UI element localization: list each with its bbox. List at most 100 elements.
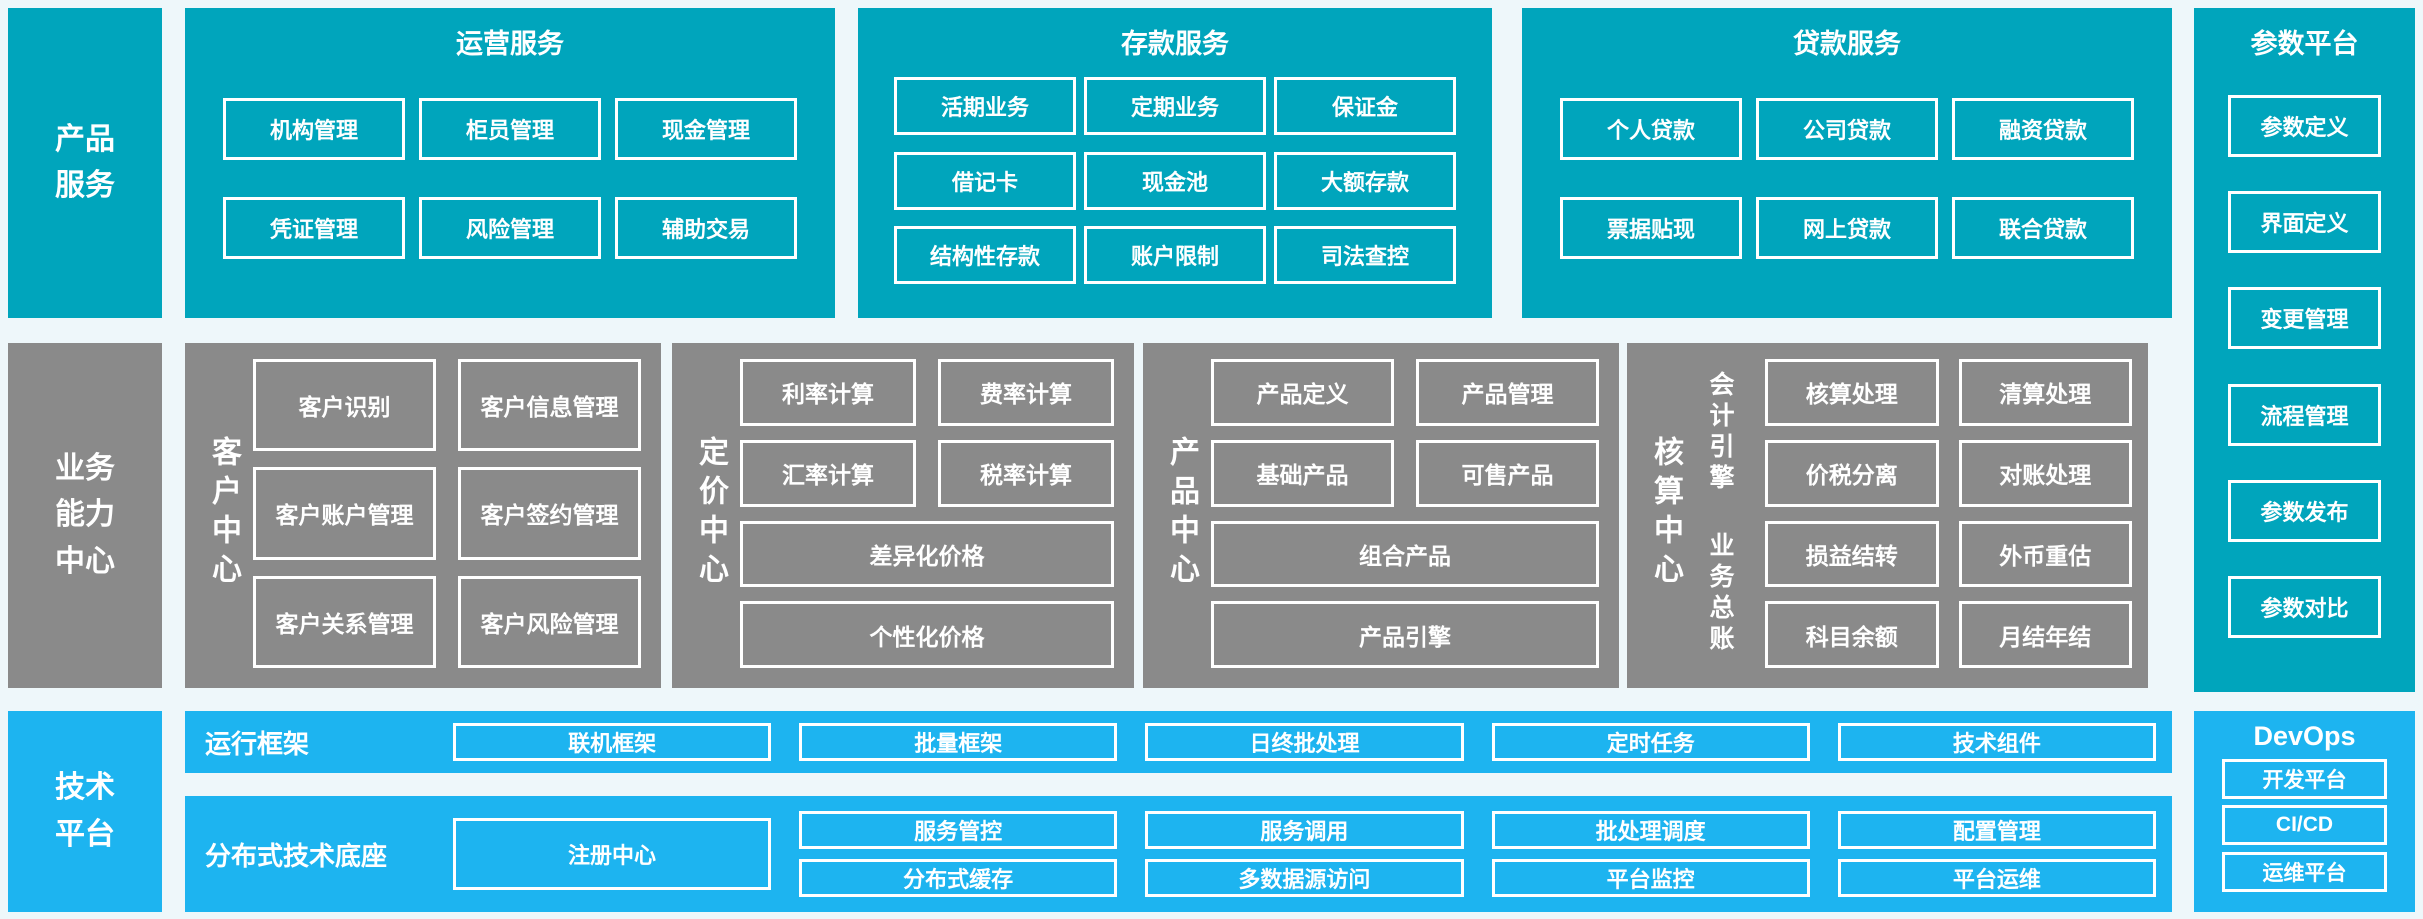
- operations-services-panel: 运营服务 机构管理 柜员管理 现金管理 凭证管理 风险管理 辅助交易: [185, 8, 835, 318]
- capability-item: 客户识别: [253, 359, 436, 452]
- tech-item: 配置管理: [1837, 811, 2156, 849]
- service-item: 大额存款: [1274, 151, 1456, 210]
- service-row: 结构性存款 账户限制 司法查控: [894, 225, 1456, 284]
- capability-item: 外币重估: [1958, 520, 2132, 588]
- tech-item: 服务管控: [799, 811, 1118, 849]
- service-row: 凭证管理 风险管理 辅助交易: [223, 197, 797, 259]
- service-item: 融资贷款: [1952, 98, 2134, 160]
- devops-item: 运维平台: [2222, 851, 2387, 892]
- capability-item: 汇率计算: [740, 439, 916, 507]
- capability-item: 核算处理: [1765, 359, 1939, 426]
- service-item: 现金管理: [615, 98, 797, 160]
- tech-item: 技术组件: [1837, 723, 2157, 761]
- group-label: 会计引擎: [1706, 370, 1734, 495]
- tech-platform-rail: 技术 平台: [8, 711, 162, 912]
- service-item: 票据贴现: [1560, 197, 1742, 259]
- capability-item: 产品管理: [1416, 359, 1599, 426]
- capability-item: 产品引擎: [1211, 601, 1599, 668]
- panel-body: 机构管理 柜员管理 现金管理 凭证管理 风险管理 辅助交易: [223, 61, 797, 296]
- tech-item: 定时任务: [1491, 723, 1810, 761]
- product-services-rail: 产品 服务: [8, 8, 162, 318]
- capability-item: 组合产品: [1211, 520, 1599, 588]
- rail-line: 平台: [55, 817, 115, 851]
- service-item: 借记卡: [894, 151, 1076, 210]
- center-label: 核算中心: [1649, 435, 1682, 592]
- center-label: 客户中心: [207, 435, 240, 592]
- capability-item: 科目余额: [1765, 601, 1939, 668]
- service-item: 机构管理: [223, 98, 405, 160]
- service-item: 柜员管理: [419, 98, 601, 160]
- service-item: 定期业务: [1084, 77, 1266, 136]
- service-item: 联合贷款: [1952, 197, 2134, 259]
- service-item: 凭证管理: [223, 197, 405, 259]
- panel-body: 客户识别 客户信息管理 客户账户管理 客户签约管理 客户关系管理 客户风险管理: [253, 359, 641, 668]
- service-item: 辅助交易: [615, 197, 797, 259]
- band-label: 分布式技术底座: [205, 840, 388, 871]
- param-item: 参数发布: [2228, 479, 2381, 542]
- parameter-platform-panel: 参数平台 参数定义 界面定义 变更管理 流程管理 参数发布 参数对比: [2194, 8, 2415, 692]
- panel-body: 参数定义 界面定义 变更管理 流程管理 参数发布 参数对比: [2228, 61, 2381, 672]
- capability-item: 可售产品: [1416, 439, 1599, 507]
- devops-panel: DevOps 开发平台 CI/CD 运维平台: [2194, 711, 2415, 912]
- band-body: 联机框架 批量框架 日终批处理 定时任务 技术组件: [453, 723, 2157, 761]
- band-label: 运行框架: [205, 728, 310, 759]
- capability-item: 差异化价格: [740, 520, 1114, 588]
- service-item: 司法查控: [1274, 225, 1456, 284]
- capability-item: 损益结转: [1765, 520, 1939, 588]
- panel-title: DevOps: [2253, 721, 2356, 751]
- panel-body: 利率计算 费率计算 汇率计算 税率计算 差异化价格 个性化价格: [740, 359, 1114, 668]
- capability-item: 清算处理: [1958, 359, 2132, 426]
- capability-item: 费率计算: [938, 359, 1114, 426]
- tech-item: 联机框架: [453, 723, 772, 761]
- param-item: 变更管理: [2228, 287, 2381, 350]
- service-item: 账户限制: [1084, 225, 1266, 284]
- service-row: 机构管理 柜员管理 现金管理: [223, 98, 797, 160]
- capability-item: 个性化价格: [740, 601, 1114, 668]
- service-item: 保证金: [1274, 77, 1456, 136]
- rail-line: 服务: [55, 169, 115, 202]
- panel-title: 运营服务: [456, 29, 564, 59]
- panel-body: 产品定义 产品管理 基础产品 可售产品 组合产品 产品引擎: [1211, 359, 1599, 668]
- tech-item: 多数据源访问: [1145, 859, 1464, 897]
- capability-item: 客户关系管理: [253, 575, 436, 668]
- capability-item: 对账处理: [1958, 439, 2132, 507]
- service-item: 风险管理: [419, 197, 601, 259]
- accounting-center-panel: 核算中心 会计引擎 核算处理 清算处理 价税分离 对账处理 业务总账 损益结转 …: [1627, 343, 2148, 688]
- capability-item: 客户签约管理: [458, 467, 641, 560]
- tech-item: 日终批处理: [1145, 723, 1464, 761]
- param-item: 参数定义: [2228, 95, 2381, 158]
- service-row: 活期业务 定期业务 保证金: [894, 77, 1456, 136]
- band-body: 服务管控 服务调用 批处理调度 配置管理 分布式缓存 多数据源访问 平台监控 平…: [799, 811, 2156, 897]
- customer-center-panel: 客户中心 客户识别 客户信息管理 客户账户管理 客户签约管理 客户关系管理 客户…: [185, 343, 661, 688]
- panel-title: 贷款服务: [1793, 29, 1901, 59]
- rail-line: 能力: [55, 498, 115, 532]
- capability-item: 客户信息管理: [458, 359, 641, 452]
- service-row: 票据贴现 网上贷款 联合贷款: [1560, 197, 2134, 259]
- registry-center-item: 注册中心: [453, 818, 771, 890]
- service-item: 现金池: [1084, 151, 1266, 210]
- center-label: 定价中心: [694, 435, 727, 592]
- param-item: 流程管理: [2228, 383, 2381, 446]
- business-capability-rail: 业务 能力 中心: [8, 343, 162, 688]
- rail-line: 产品: [55, 122, 115, 156]
- panel-body: 会计引擎 核算处理 清算处理 价税分离 对账处理 业务总账 损益结转 外币重估 …: [1695, 359, 2132, 668]
- capability-item: 月结年结: [1958, 601, 2132, 668]
- distributed-base-band: 分布式技术底座 注册中心 服务管控 服务调用 批处理调度 配置管理 分布式缓存 …: [185, 796, 2172, 912]
- service-item: 公司贷款: [1756, 98, 1938, 160]
- pricing-center-panel: 定价中心 利率计算 费率计算 汇率计算 税率计算 差异化价格 个性化价格: [672, 343, 1134, 688]
- panel-title: 存款服务: [1121, 29, 1229, 59]
- capability-item: 产品定义: [1211, 359, 1394, 426]
- rail-line: 技术: [55, 771, 115, 804]
- rail-line: 中心: [55, 544, 115, 578]
- service-row: 借记卡 现金池 大额存款: [894, 151, 1456, 210]
- rail-line: 业务: [55, 451, 115, 485]
- tech-item: 服务调用: [1145, 811, 1464, 849]
- panel-body: 个人贷款 公司贷款 融资贷款 票据贴现 网上贷款 联合贷款: [1560, 61, 2134, 296]
- panel-body: 开发平台 CI/CD 运维平台: [2222, 752, 2387, 898]
- capability-item: 利率计算: [740, 359, 916, 426]
- center-label: 产品中心: [1165, 435, 1198, 592]
- loan-services-panel: 贷款服务 个人贷款 公司贷款 融资贷款 票据贴现 网上贷款 联合贷款: [1522, 8, 2172, 318]
- panel-title: 参数平台: [2250, 29, 2359, 59]
- param-item: 界面定义: [2228, 191, 2381, 254]
